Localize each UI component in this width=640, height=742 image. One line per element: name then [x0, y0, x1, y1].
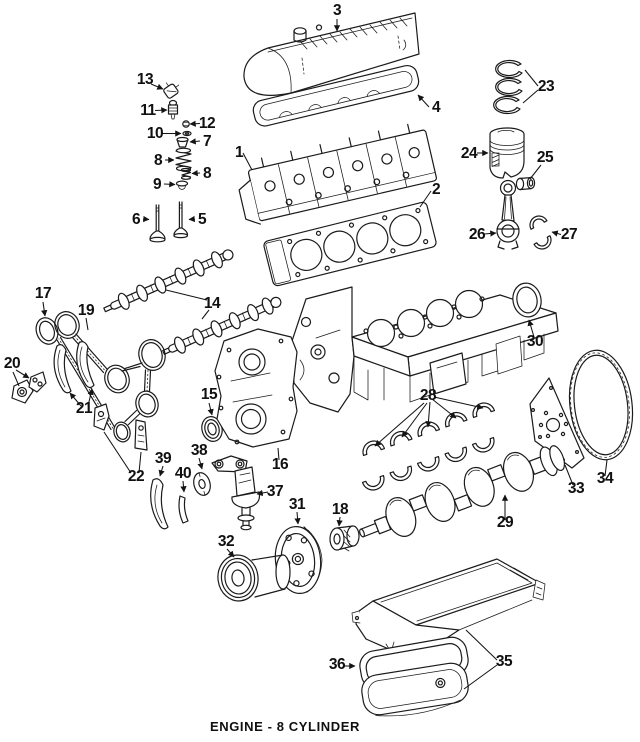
- spring-seat-drawing: [175, 180, 189, 190]
- oil-pump-drawing: [211, 455, 261, 531]
- tensioner-parts-drawing: [11, 371, 47, 404]
- callout-7: 7: [203, 133, 211, 150]
- spring-retainer-drawing: [176, 136, 189, 148]
- callout-1: 1: [235, 144, 244, 161]
- callout-9: 9: [153, 176, 162, 193]
- timing-chain-drawing: [54, 311, 166, 443]
- camshaft-drawing-2: [162, 296, 282, 355]
- crank-pulley-drawing: [217, 554, 291, 602]
- callout-29: 29: [497, 514, 514, 531]
- callout-18: 18: [332, 501, 349, 518]
- callout-36: 36: [329, 656, 346, 673]
- valve-cap-drawing: [163, 82, 180, 99]
- piston-rings-drawing: [493, 59, 523, 115]
- diagram-caption: ENGINE - 8 CYLINDER: [209, 719, 361, 734]
- callout-25: 25: [537, 149, 554, 166]
- leader-lines: [12, 19, 608, 690]
- camshaft-drawing-1: [103, 249, 234, 313]
- rod-bearings-drawing: [529, 215, 552, 250]
- timing-cover-drawing: [214, 328, 298, 448]
- engine-block-drawing: [291, 286, 559, 413]
- callout-8b: 8: [203, 165, 212, 182]
- callout-19: 19: [78, 302, 95, 319]
- front-seal-drawing: [35, 317, 59, 345]
- callout-38: 38: [191, 442, 208, 459]
- callout-21: 21: [76, 400, 93, 417]
- oil-pan-lower-drawing: [361, 662, 469, 717]
- valve-cover-gasket-drawing: [252, 64, 420, 127]
- idler-disc-drawing: [193, 472, 211, 496]
- callout-12: 12: [199, 115, 215, 132]
- callout-31: 31: [289, 496, 306, 513]
- chain-guide-blocks-drawing: [93, 403, 148, 451]
- callout-4: 4: [432, 99, 441, 116]
- valve-shim-drawing: [182, 130, 192, 137]
- piston-drawing: [489, 127, 525, 179]
- callout-30: 30: [527, 333, 543, 350]
- exhaust-valve-drawing: [173, 201, 189, 239]
- callout-40: 40: [175, 465, 191, 482]
- callout-37: 37: [267, 483, 283, 500]
- rear-seal-drawing: [512, 282, 542, 318]
- callout-6: 6: [132, 211, 141, 228]
- callout-3: 3: [333, 2, 342, 19]
- callout-23: 23: [538, 78, 555, 95]
- intake-valve-drawing: [149, 204, 166, 243]
- callout-8a: 8: [154, 152, 163, 169]
- callout-labels: 1 2 3 4 5 6 7 8 8 9 10 11 12 13 14 15 16…: [4, 2, 615, 673]
- callout-39: 39: [155, 450, 172, 467]
- valve-cover-drawing: [243, 12, 420, 96]
- callout-14: 14: [204, 295, 221, 312]
- valve-spring-outer-drawing: [175, 147, 192, 172]
- callout-32: 32: [218, 533, 234, 550]
- callout-28: 28: [420, 387, 437, 404]
- callout-5: 5: [198, 211, 207, 228]
- connecting-rod-drawing: [496, 179, 520, 250]
- callout-22: 22: [128, 468, 144, 485]
- callout-27: 27: [561, 226, 577, 243]
- callout-15: 15: [201, 386, 218, 403]
- valve-nut-drawing: [182, 120, 190, 128]
- callout-24: 24: [461, 145, 478, 162]
- callout-35: 35: [496, 653, 513, 670]
- guide-rail-39-drawing: [150, 478, 169, 530]
- piston-pin-drawing: [515, 176, 536, 191]
- camshaft-seal-drawing: [201, 416, 223, 442]
- callout-2: 2: [432, 181, 440, 198]
- callout-16: 16: [272, 456, 289, 473]
- callout-34: 34: [597, 470, 614, 487]
- callout-10: 10: [147, 125, 163, 142]
- callout-11: 11: [140, 102, 156, 119]
- flywheel-ring-drawing: [568, 349, 634, 461]
- callout-17: 17: [35, 285, 51, 302]
- chain-guide-rails-drawing: [53, 341, 95, 394]
- callout-13: 13: [137, 71, 154, 88]
- head-gasket-drawing: [263, 201, 437, 287]
- callout-26: 26: [469, 226, 486, 243]
- guide-rail-40-drawing: [178, 495, 189, 524]
- crank-sprocket-drawing: [329, 525, 360, 552]
- valve-adjuster-drawing: [167, 99, 179, 120]
- callout-33: 33: [568, 480, 585, 497]
- valve-spring-inner-drawing: [180, 167, 192, 180]
- callout-20: 20: [4, 355, 20, 372]
- crankshaft-drawing: [359, 445, 566, 538]
- cylinder-head-drawing: [238, 123, 437, 225]
